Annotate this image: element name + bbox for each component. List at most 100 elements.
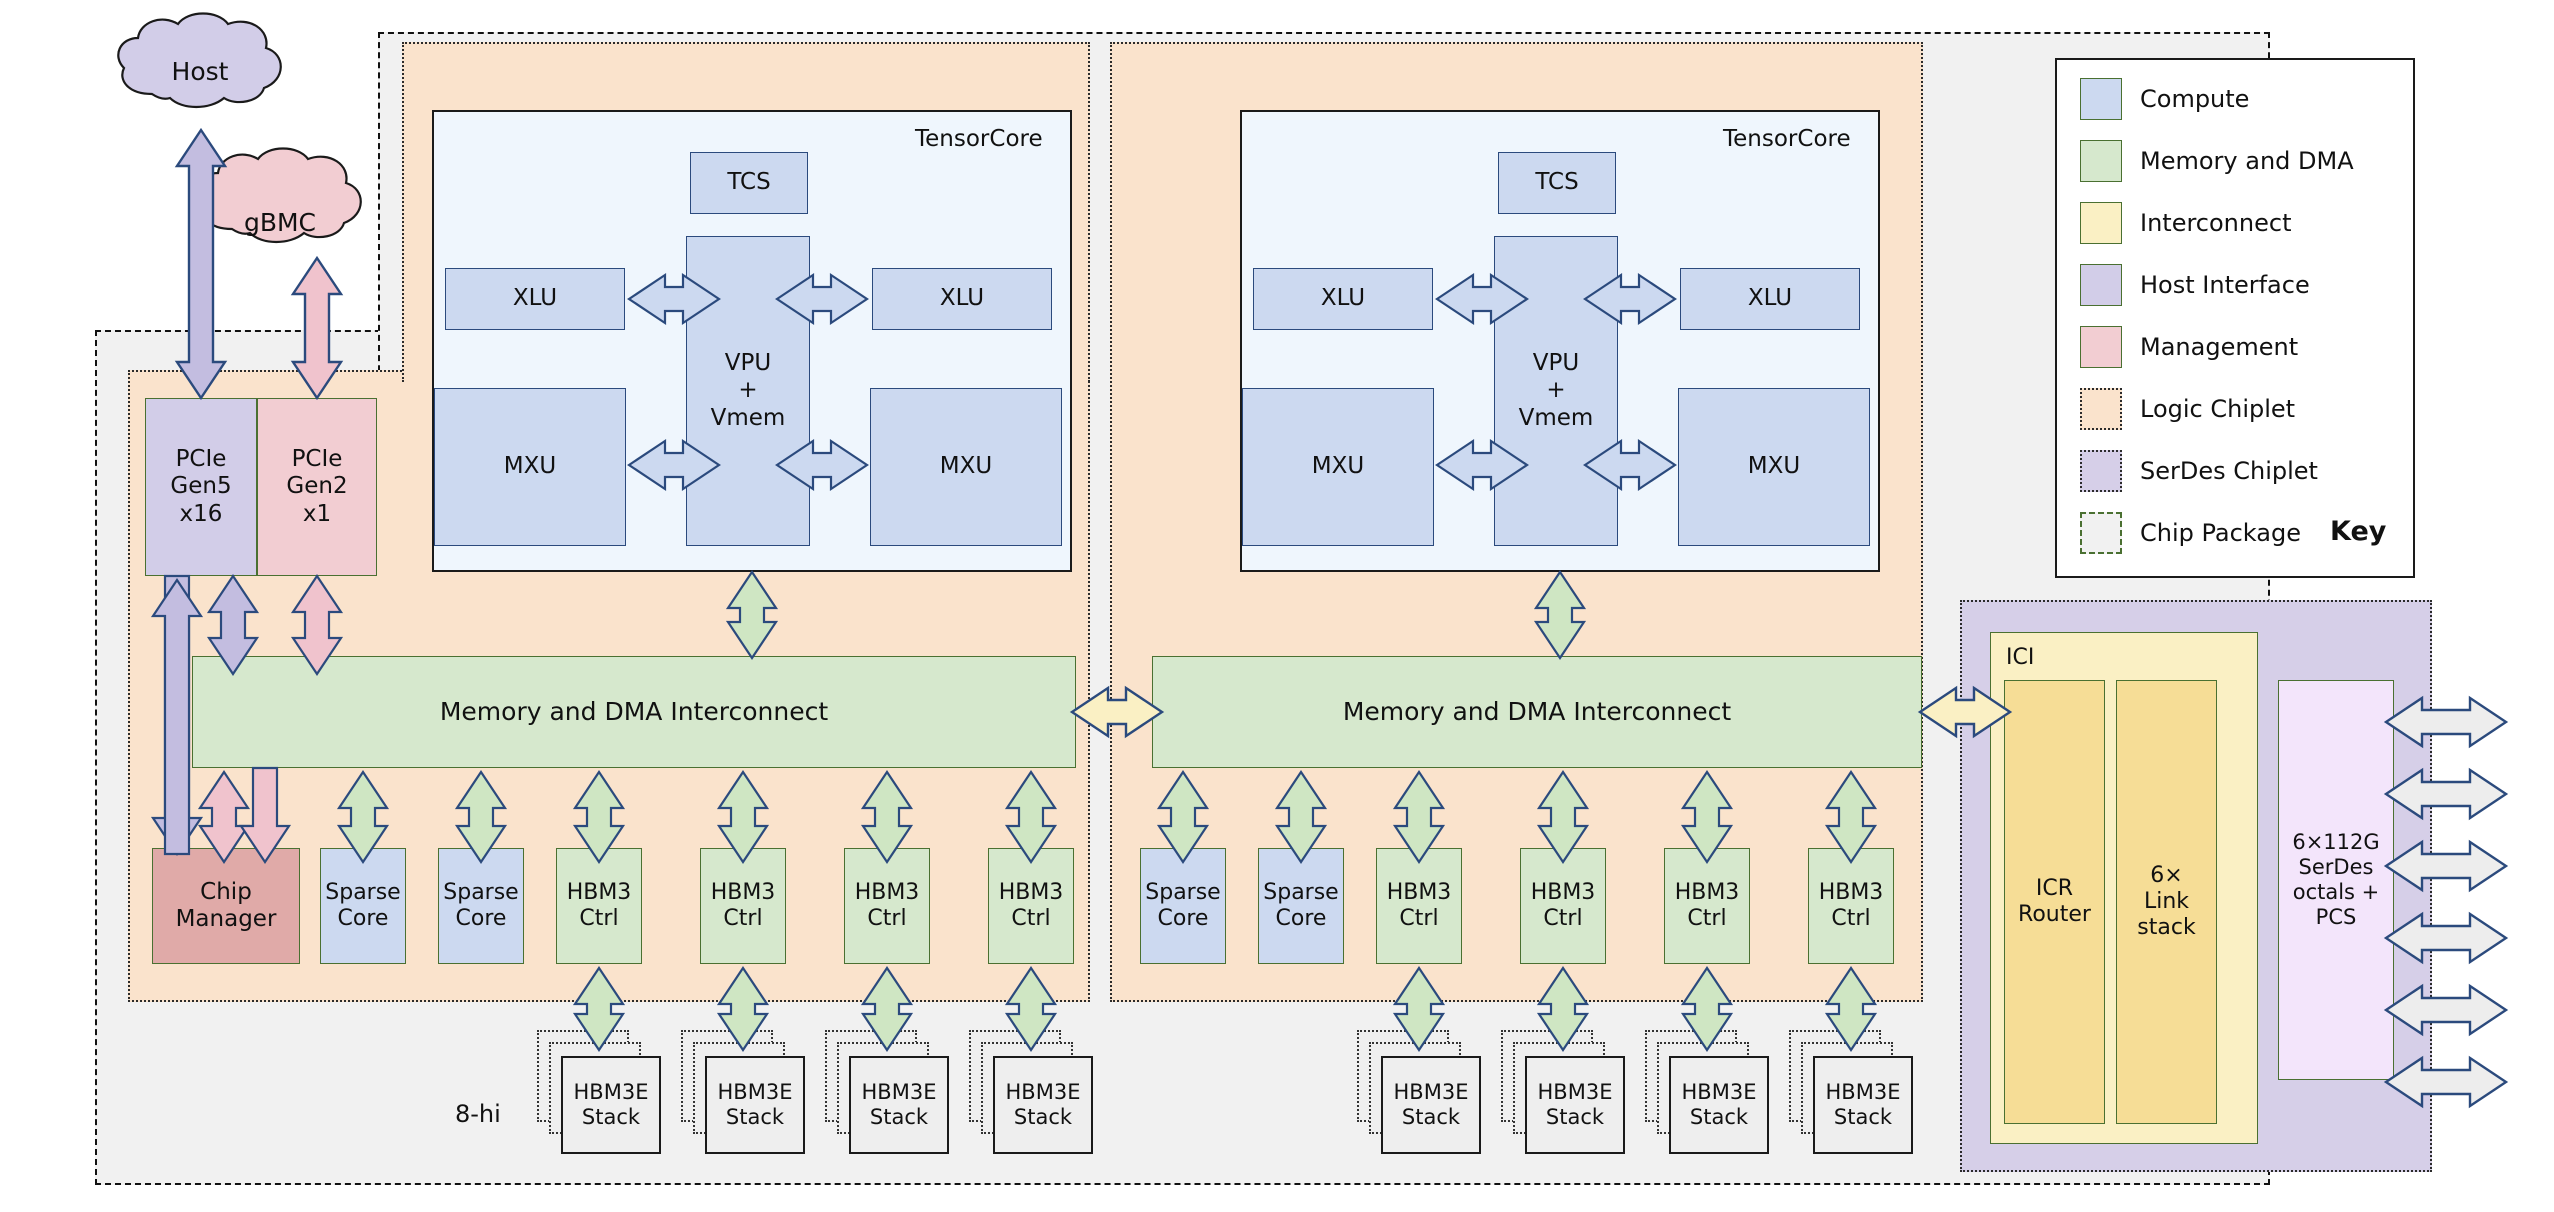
hbm3e-stack-1-line2: Stack — [581, 1105, 641, 1129]
legend-item-management: Management — [2080, 326, 2298, 368]
hbm3e-stack-2[interactable]: HBM3E Stack — [705, 1056, 805, 1154]
hbm3e-stack-5-line1: HBM3E — [1393, 1080, 1469, 1105]
ici-label: ICI — [2006, 645, 2035, 670]
icr-router-line2: Router — [2018, 902, 2091, 927]
hbm3-ctrl-2b[interactable]: HBM3 Ctrl — [1520, 848, 1606, 964]
xlu-right-2[interactable]: XLU — [1680, 268, 1860, 330]
link-stack-line1: 6× — [2150, 863, 2183, 889]
pcie-gen2-line3: x1 — [302, 500, 332, 527]
vpu-vmem-block-2[interactable]: VPU + Vmem — [1494, 236, 1618, 546]
vpu-line3-2: Vmem — [1518, 404, 1594, 431]
hbm3-ctrl-1d-line1: HBM3 — [998, 880, 1064, 906]
mxu-left-1[interactable]: MXU — [434, 388, 626, 546]
legend-label-serdes-chiplet: SerDes Chiplet — [2140, 457, 2318, 485]
hbm3e-stack-group-7: HBM3E Stack — [1645, 1030, 1775, 1155]
pcie-gen5-line2: Gen5 — [170, 473, 232, 500]
xlu-left-label-1: XLU — [512, 285, 558, 312]
gbmc-cloud-label: gBMC — [243, 208, 317, 237]
hbm3-ctrl-1a[interactable]: HBM3 Ctrl — [556, 848, 642, 964]
sparse-core-1a-line1: Sparse — [325, 880, 401, 906]
hbm3e-stack-8-line2: Stack — [1833, 1105, 1893, 1129]
xlu-left-1[interactable]: XLU — [445, 268, 625, 330]
hbm3-ctrl-1b-line2: Ctrl — [723, 906, 763, 931]
xlu-right-label-1: XLU — [939, 285, 985, 312]
tcs-block-2[interactable]: TCS — [1498, 152, 1616, 214]
legend-swatch-interconnect — [2080, 202, 2122, 244]
hbm3-ctrl-1c[interactable]: HBM3 Ctrl — [844, 848, 930, 964]
hbm3-ctrl-2a[interactable]: HBM3 Ctrl — [1376, 848, 1462, 964]
hbm3-ctrl-1c-line1: HBM3 — [854, 880, 920, 906]
hbm3-ctrl-2a-line1: HBM3 — [1386, 880, 1452, 906]
tcs-label-2: TCS — [1535, 169, 1579, 196]
vpu-line2-1: + — [738, 377, 758, 404]
serdes-octals-pcs-block[interactable]: 6×112G SerDes octals + PCS — [2278, 680, 2394, 1080]
mxu-right-1[interactable]: MXU — [870, 388, 1062, 546]
hbm3e-stack-7[interactable]: HBM3E Stack — [1669, 1056, 1769, 1154]
chip-manager-block[interactable]: Chip Manager — [152, 848, 300, 964]
mxu-right-2[interactable]: MXU — [1678, 388, 1870, 546]
sparse-core-2a[interactable]: Sparse Core — [1140, 848, 1226, 964]
mxu-left-2[interactable]: MXU — [1242, 388, 1434, 546]
tensorcore-2-label: TensorCore — [1723, 126, 1851, 152]
hbm3e-stack-4[interactable]: HBM3E Stack — [993, 1056, 1093, 1154]
hbm3-ctrl-2c-line1: HBM3 — [1674, 880, 1740, 906]
hbm3-ctrl-1c-line2: Ctrl — [867, 906, 907, 931]
sparse-core-1a[interactable]: Sparse Core — [320, 848, 406, 964]
hbm3e-stack-5-line2: Stack — [1401, 1105, 1461, 1129]
hbm3e-stack-2-line2: Stack — [725, 1105, 785, 1129]
hbm3e-stack-group-2: HBM3E Stack — [681, 1030, 811, 1155]
xlu-left-label-2: XLU — [1320, 285, 1366, 312]
legend-label-interconnect: Interconnect — [2140, 209, 2292, 237]
mxu-left-label-2: MXU — [1311, 453, 1365, 480]
legend-label-compute: Compute — [2140, 85, 2250, 113]
legend-item-logic-chiplet: Logic Chiplet — [2080, 388, 2295, 430]
tensorcore-1-label: TensorCore — [915, 126, 1043, 152]
vpu-line1-1: VPU — [724, 350, 772, 377]
xlu-right-label-2: XLU — [1747, 285, 1793, 312]
sparse-core-1b[interactable]: Sparse Core — [438, 848, 524, 964]
mxu-right-label-1: MXU — [939, 453, 993, 480]
hbm3-ctrl-1b[interactable]: HBM3 Ctrl — [700, 848, 786, 964]
hbm3-ctrl-2c[interactable]: HBM3 Ctrl — [1664, 848, 1750, 964]
memory-dma-interconnect-1[interactable]: Memory and DMA Interconnect — [192, 656, 1076, 768]
mxu-left-label-1: MXU — [503, 453, 557, 480]
memory-dma-label-1: Memory and DMA Interconnect — [439, 697, 829, 727]
sparse-core-2b[interactable]: Sparse Core — [1258, 848, 1344, 964]
hbm3-ctrl-2d-line1: HBM3 — [1818, 880, 1884, 906]
sparse-core-1b-line2: Core — [455, 906, 507, 931]
memory-dma-interconnect-2[interactable]: Memory and DMA Interconnect — [1152, 656, 1922, 768]
sparse-core-1a-line2: Core — [337, 906, 389, 931]
pcie-gen2-line1: PCIe — [291, 446, 343, 473]
hbm3e-stack-1[interactable]: HBM3E Stack — [561, 1056, 661, 1154]
link-stack-line3: stack — [2137, 914, 2196, 940]
vpu-line2-2: + — [1546, 377, 1566, 404]
hbm3e-stack-3[interactable]: HBM3E Stack — [849, 1056, 949, 1154]
link-stack-block[interactable]: 6× Link stack — [2116, 680, 2217, 1124]
hbm3e-stack-group-6: HBM3E Stack — [1501, 1030, 1631, 1155]
hbm3e-stack-group-1: HBM3E Stack — [537, 1030, 667, 1155]
hbm3-ctrl-2d[interactable]: HBM3 Ctrl — [1808, 848, 1894, 964]
tcs-block-1[interactable]: TCS — [690, 152, 808, 214]
sparse-core-1b-line1: Sparse — [443, 880, 519, 906]
pcie-gen2-line2: Gen2 — [286, 473, 348, 500]
legend-item-host-interface: Host Interface — [2080, 264, 2310, 306]
xlu-left-2[interactable]: XLU — [1253, 268, 1433, 330]
hbm3-ctrl-1d[interactable]: HBM3 Ctrl — [988, 848, 1074, 964]
legend-item-memory-dma: Memory and DMA — [2080, 140, 2354, 182]
vpu-line3-1: Vmem — [710, 404, 786, 431]
xlu-right-1[interactable]: XLU — [872, 268, 1052, 330]
icr-router-block[interactable]: ICR Router — [2004, 680, 2105, 1124]
vpu-vmem-block-1[interactable]: VPU + Vmem — [686, 236, 810, 546]
pcie-gen5-block[interactable]: PCIe Gen5 x16 — [145, 398, 257, 576]
legend-swatch-management — [2080, 326, 2122, 368]
legend-box — [2055, 58, 2415, 578]
hbm3e-stack-group-5: HBM3E Stack — [1357, 1030, 1487, 1155]
hbm3e-stack-6[interactable]: HBM3E Stack — [1525, 1056, 1625, 1154]
hbm3-ctrl-2c-line2: Ctrl — [1687, 906, 1727, 931]
legend-swatch-chip-package — [2080, 512, 2122, 554]
hbm3e-stack-8[interactable]: HBM3E Stack — [1813, 1056, 1913, 1154]
hbm3e-stack-5[interactable]: HBM3E Stack — [1381, 1056, 1481, 1154]
hbm3e-stack-8-line1: HBM3E — [1825, 1080, 1901, 1105]
pcie-gen2-block[interactable]: PCIe Gen2 x1 — [257, 398, 377, 576]
